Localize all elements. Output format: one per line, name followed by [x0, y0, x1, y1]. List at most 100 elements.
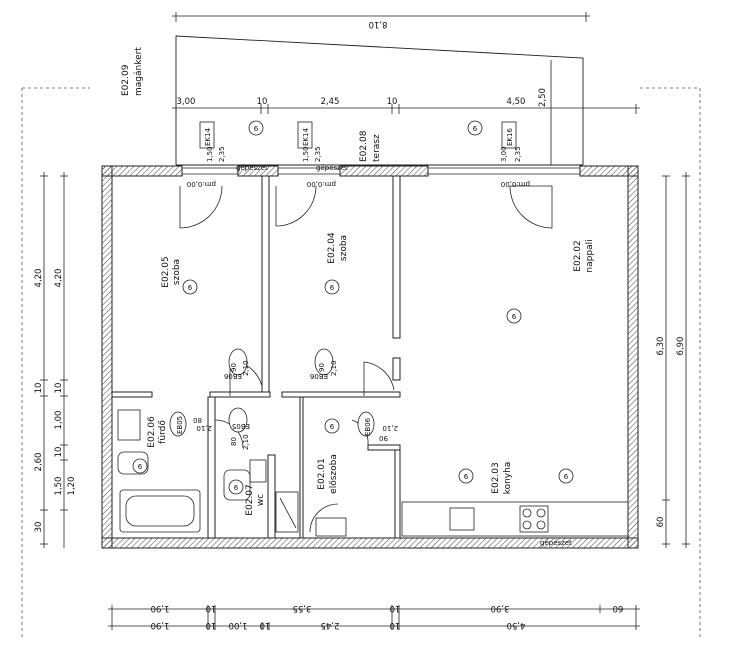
room-name-hall: előszoba: [329, 454, 339, 494]
threshold-label: pm:0,00: [187, 180, 216, 188]
dim-bottom-row2: 4,50: [507, 620, 526, 630]
room-code-living: E02.02: [573, 240, 583, 271]
door-tag-code: EB05: [232, 422, 250, 430]
room-code-terrace: E02.08: [359, 130, 369, 162]
door-tag-width: 90: [230, 363, 238, 372]
door-tag-code: EB06: [223, 372, 242, 380]
dim-bottom-row2: 10: [260, 620, 271, 630]
dim-left-inner: 4,20: [54, 269, 64, 288]
dim-bottom-row1: 1,90: [151, 603, 170, 613]
terrace-outline: [175, 35, 584, 166]
room-code-bathroom: E02.06: [147, 416, 157, 448]
dim-left-outer: 4,20: [34, 269, 44, 288]
dim-bottom-row1: 10: [206, 603, 217, 613]
window-tag-code: EK16: [506, 128, 514, 146]
dim-left-inner: 10: [54, 447, 64, 458]
room-name-wc: wc: [256, 494, 266, 506]
dim-top-segment: 2,50: [538, 88, 548, 107]
entrance-cabinet: [275, 491, 347, 537]
floor-marker: 6: [512, 313, 517, 321]
floor-marker: 6: [473, 125, 478, 133]
room-code-bedroom-2: E02.04: [327, 232, 337, 264]
dim-top-segment: 10: [387, 97, 398, 107]
floor-marker: 6: [138, 463, 143, 471]
dim-bottom-row2: 1,90: [151, 620, 170, 630]
room-name-bedroom-2: szoba: [339, 235, 349, 261]
doors: [179, 185, 553, 533]
room-code-kitchen: E02.03: [491, 462, 501, 493]
door-tag-code: EB06: [309, 372, 328, 380]
room-code-hall: E02.01: [317, 458, 327, 489]
floor-marker: 6: [464, 473, 469, 481]
left-dimension-lines: [40, 172, 68, 548]
dim-bottom-row1: 3,55: [293, 603, 312, 613]
dim-bottom-row2: 10: [390, 620, 401, 630]
pillar-label: gépészet: [316, 164, 348, 172]
dim-top-segment: 4,50: [507, 97, 526, 107]
kitchen-counter: [401, 501, 629, 537]
dim-left-outer: 2,60: [34, 453, 44, 472]
room-name-living: nappali: [585, 239, 595, 272]
room-name-garden: magánkert: [134, 47, 144, 96]
dim-top-segment: 3,00: [177, 97, 196, 107]
door-tag-code: EB06: [364, 417, 372, 436]
room-code-wc: E02.07: [245, 484, 255, 515]
dim-bottom-row1: 10: [390, 603, 401, 613]
right-dimension-lines: [662, 172, 690, 548]
bathroom-fixtures: [117, 409, 267, 533]
window-tag-width: 1,50: [302, 146, 310, 162]
door-tag-height: 2,10: [242, 360, 250, 376]
pillar-label: gépészet: [540, 539, 572, 547]
room-name-terrace: terasz: [372, 134, 382, 162]
room-code-bedroom-1: E02.05: [161, 256, 171, 287]
window-tag-code: EK14: [302, 128, 310, 146]
dim-left-outer: 30: [34, 522, 44, 533]
dim-bottom-row2: 2,45: [321, 620, 340, 630]
dim-bottom-row2: 1,00: [229, 620, 248, 630]
dim-left-inner: 10: [54, 383, 64, 394]
dim-left-inner: 1,00: [54, 411, 64, 430]
window-tag-height: 2,35: [314, 146, 322, 162]
dim-bottom-row2: 10: [206, 620, 217, 630]
door-tag-code: EB05: [176, 416, 184, 434]
dim-top-segment: 10: [257, 97, 268, 107]
dim-left-inner: 1,50: [54, 477, 64, 496]
window-tag-width: 1,50: [206, 146, 214, 162]
floor-marker: 6: [330, 423, 335, 431]
threshold-label: pm:0,00: [501, 180, 530, 188]
window-tag-height: 2,35: [218, 146, 226, 162]
window-tags: EK14 1,50 2,35 EK14 1,50 2,35 EK16 3,00 …: [199, 121, 522, 162]
bottom-dimension-lines: [108, 605, 640, 630]
floor-marker: 6: [188, 284, 193, 292]
dim-left-inner: 1,20: [67, 477, 77, 496]
pillar-label: gépészet: [236, 164, 268, 172]
room-name-bedroom-1: szoba: [172, 259, 182, 285]
exterior-walls: [101, 165, 639, 549]
door-tags: EB06 90 2,10 EB06 90 2,10 EB05 80 2,10 E…: [169, 348, 398, 450]
dim-right: 6,90: [676, 337, 686, 356]
floor-marker: 6: [330, 284, 335, 292]
door-tag-height: 2,10: [242, 434, 250, 450]
dim-right: 6,30: [656, 337, 666, 356]
floor-markers: 6 6 6 6 6 6 6 6 6 6: [132, 120, 574, 495]
floor-marker: 6: [564, 473, 569, 481]
dim-bottom-row1: 3,90: [491, 603, 510, 613]
window-tag-width: 3,00: [500, 146, 508, 162]
dim-top-segment: 2,45: [321, 97, 340, 107]
room-name-kitchen: konyha: [503, 462, 513, 495]
crop-lines: [21, 87, 701, 640]
room-name-bathroom: fürdő: [158, 420, 168, 444]
dim-left-outer: 10: [34, 383, 44, 394]
dim-top-overall: 8,10: [369, 19, 388, 29]
dim-bottom-row1: 60: [613, 603, 624, 613]
door-tag-height: 2,10: [330, 360, 338, 376]
floor-marker: 6: [234, 484, 239, 492]
room-code-garden: E02.09: [121, 64, 131, 96]
door-tag-width: 90: [379, 434, 388, 442]
interior-walls: [111, 175, 401, 539]
door-tag-width: 80: [193, 416, 202, 424]
threshold-label: pm:0,00: [307, 180, 336, 188]
door-tag-width: 90: [318, 363, 326, 372]
door-tag-height: 2,10: [382, 424, 398, 432]
